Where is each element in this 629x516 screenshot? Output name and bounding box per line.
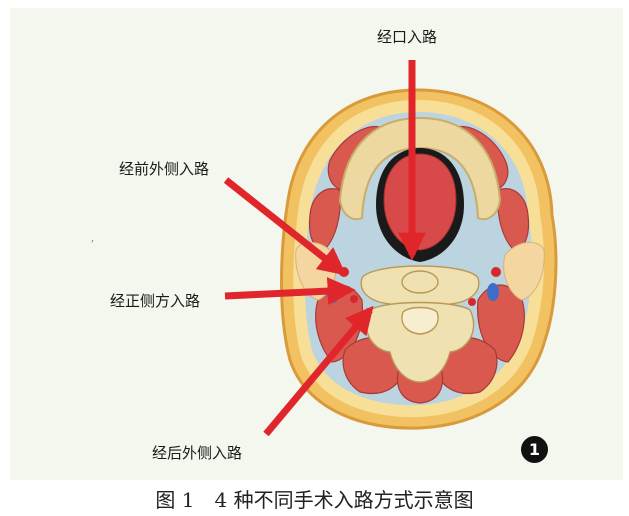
tongue	[384, 154, 456, 250]
label-direct-lateral: 经正侧方入路	[110, 290, 200, 311]
figure-number-badge: 1	[521, 436, 548, 463]
label-posterolateral: 经后外侧入路	[152, 442, 242, 463]
label-anterolateral: 经前外侧入路	[119, 158, 209, 179]
figure-caption: 图 1 4 种不同手术入路方式示意图	[0, 484, 629, 513]
label-transoral: 经口入路	[377, 26, 437, 47]
svg-text:,: ,	[91, 233, 94, 244]
